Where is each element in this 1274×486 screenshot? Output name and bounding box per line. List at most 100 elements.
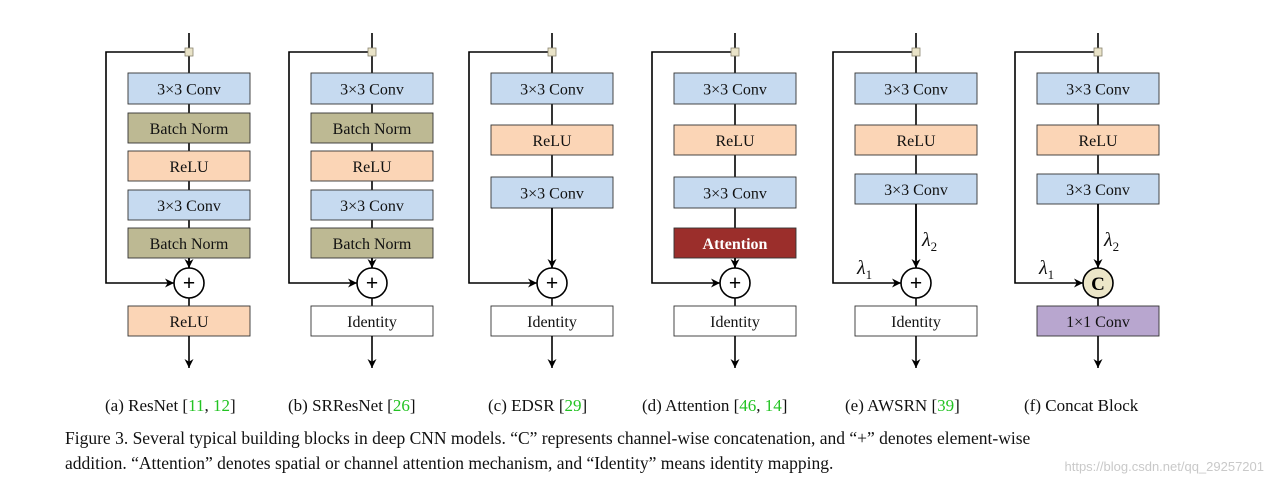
conv-layer [854, 72, 978, 105]
output-label: 1×1 Conv [1066, 314, 1130, 331]
caption-line-2: addition. “Attention” denotes spatial or… [65, 453, 834, 473]
plus-symbol: + [546, 270, 559, 295]
output-label: ReLU [169, 314, 209, 331]
relu-layer [854, 124, 978, 156]
bn-layer [127, 112, 251, 144]
output-label: Identity [891, 314, 941, 331]
conv-label: 3×3 Conv [520, 82, 584, 99]
citation-link[interactable]: 39 [937, 396, 955, 415]
relu-label: ReLU [169, 159, 209, 176]
conv-label: 3×3 Conv [1066, 182, 1130, 199]
subcaption-title: (e) AWSRN [ [845, 396, 938, 415]
subcaption-f: (f) Concat Block [1024, 396, 1138, 416]
branch-point [367, 47, 377, 57]
subcaption-d: (d) Attention [46, 14] [642, 396, 788, 415]
skip-connection [288, 51, 372, 288]
identity-output [673, 305, 797, 337]
relu-label: ReLU [352, 159, 392, 176]
branch-point [547, 47, 557, 57]
skip-connection [1014, 51, 1098, 288]
subcaption-title: (d) Attention [ [642, 396, 740, 415]
citation-link[interactable]: 26 [392, 396, 410, 415]
citation-link[interactable]: 14 [764, 396, 782, 415]
plus-symbol: + [729, 270, 742, 295]
lambda-1: λ1 [1038, 257, 1054, 282]
branch-point [184, 47, 194, 57]
branch-point [730, 47, 740, 57]
conv-layer [673, 176, 797, 209]
conv-label: 3×3 Conv [884, 182, 948, 199]
caption-line-1: Figure 3. Several typical building block… [65, 428, 1031, 448]
conv-layer [490, 176, 614, 209]
subcaption-title: (b) SRResNet [ [288, 396, 393, 415]
conv-label: 3×3 Conv [157, 198, 221, 215]
subcaption-title: (f) Concat Block [1024, 396, 1139, 415]
plus-symbol: + [183, 270, 196, 295]
conv-label: 3×3 Conv [157, 82, 221, 99]
conv-layer [127, 72, 251, 105]
subcaption-title: (a) ResNet [ [105, 396, 189, 415]
conv-label: 3×3 Conv [703, 186, 767, 203]
bn-label: Batch Norm [150, 121, 229, 138]
citation-link[interactable]: 12 [212, 396, 230, 415]
output-label: Identity [347, 314, 397, 331]
skip-connection [468, 51, 552, 288]
subcaption-a: (a) ResNet [11, 12] [105, 396, 236, 415]
skip-connection [105, 51, 189, 288]
citation-link[interactable]: 11 [188, 396, 205, 415]
lambda-2: λ2 [921, 229, 937, 254]
skip-connection [832, 51, 916, 288]
conv-layer [673, 72, 797, 105]
relu-layer [1036, 124, 1160, 156]
attention-label: Attention [703, 236, 768, 253]
relu-label: ReLU [532, 133, 572, 150]
subcaption-e: (e) AWSRN [39] [845, 396, 960, 415]
identity-output [310, 305, 434, 337]
bn-label: Batch Norm [333, 121, 412, 138]
relu-label: ReLU [715, 133, 755, 150]
output-label: Identity [527, 314, 577, 331]
citation-link[interactable]: 29 [564, 396, 582, 415]
conv-layer [1036, 72, 1160, 105]
lambda-1: λ1 [856, 257, 872, 282]
relu-layer [127, 150, 251, 182]
conv-layer [490, 72, 614, 105]
plus-symbol: + [910, 270, 923, 295]
relu-layer [490, 124, 614, 156]
subcaption-b: (b) SRResNet [26] [288, 396, 416, 415]
conv-label: 3×3 Conv [1066, 82, 1130, 99]
bn-label: Batch Norm [150, 236, 229, 253]
subcaption-c: (c) EDSR [29] [488, 396, 588, 415]
conv-label: 3×3 Conv [340, 198, 404, 215]
citation-link[interactable]: 46 [739, 396, 757, 415]
relu-label: ReLU [1078, 133, 1118, 150]
bn-layer [310, 112, 434, 144]
watermark: https://blog.csdn.net/qq_29257201 [1064, 459, 1265, 474]
subcaption-title: (c) EDSR [ [488, 396, 565, 415]
output-label: Identity [710, 314, 760, 331]
relu-layer [673, 124, 797, 156]
relu-label: ReLU [896, 133, 936, 150]
skip-connection [651, 51, 735, 288]
identity-output [490, 305, 614, 337]
conv-layer [127, 189, 251, 221]
relu-output [127, 305, 251, 337]
concat-output [1036, 305, 1160, 337]
conv-label: 3×3 Conv [884, 82, 948, 99]
conv-label: 3×3 Conv [340, 82, 404, 99]
plus-symbol: + [366, 270, 379, 295]
concat-symbol: C [1091, 274, 1105, 295]
bn-label: Batch Norm [333, 236, 412, 253]
branch-point [1093, 47, 1103, 57]
conv-layer [310, 72, 434, 105]
relu-layer [310, 150, 434, 182]
bn-layer [127, 227, 251, 259]
lambda-2: λ2 [1103, 229, 1119, 254]
